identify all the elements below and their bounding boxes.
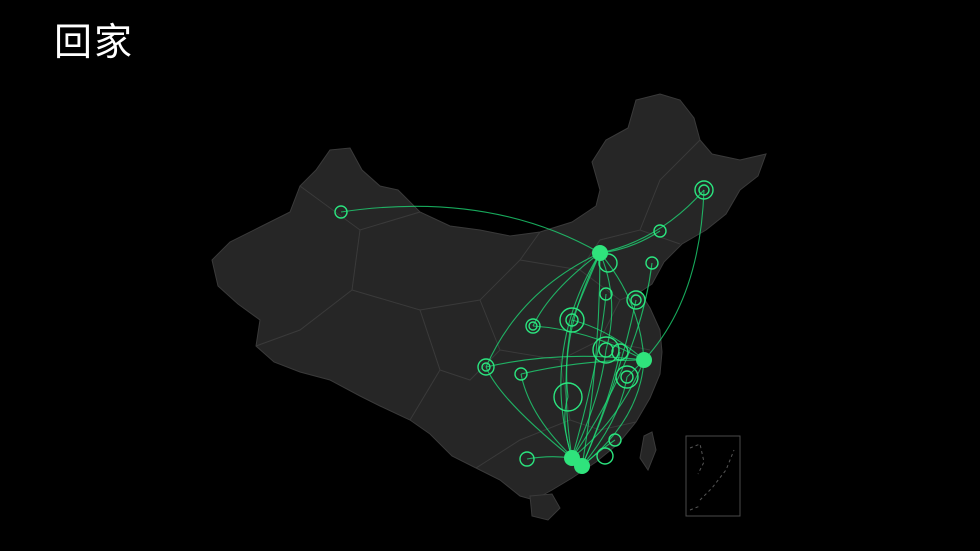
- city-marker-wuhan: [592, 336, 620, 364]
- hub-markers: [564, 245, 652, 474]
- route-beijing-hefei: [599, 252, 613, 351]
- route-beijing-wuhan: [571, 252, 601, 321]
- city-marker-urumqi: [334, 205, 348, 219]
- route-urumqi-beijing: [340, 205, 601, 254]
- route-guangzhou-hefei: [571, 349, 607, 459]
- hub-shanghai: [636, 352, 652, 368]
- route-shanghai-xian: [532, 325, 645, 361]
- city-marker-xiamen: [608, 433, 622, 447]
- taiwan-shape: [639, 431, 657, 472]
- city-marker-dalian: [645, 256, 659, 270]
- city-marker-hefei: [611, 343, 629, 361]
- route-beijing-xian: [532, 252, 601, 327]
- city-marker-jinan: [599, 287, 613, 301]
- route-beijing-chengdu: [485, 252, 601, 368]
- route-shanghai-guangzhou: [571, 359, 645, 459]
- city-marker-hangzhou: [615, 365, 639, 389]
- route-shanghai-wuhan: [571, 319, 645, 361]
- route-harbin-beijing: [599, 189, 705, 254]
- city-marker-wuhan-inner: [598, 342, 614, 358]
- city-marker-chongqing: [514, 367, 528, 381]
- route-guangzhou-jinan: [571, 293, 607, 459]
- city-marker-chengdu: [477, 358, 495, 376]
- route-guangzhou-wuhan: [565, 319, 573, 459]
- route-shenzhen-fuzhou: [581, 376, 628, 467]
- city-marker-qingdao: [626, 290, 646, 310]
- route-beijing-changsha: [566, 252, 601, 398]
- city-marker-harbin: [694, 180, 714, 200]
- city-markers: [334, 180, 714, 467]
- city-marker-tianjin: [598, 253, 618, 273]
- city-marker-nanning: [519, 451, 535, 467]
- city-marker-hangzhou-inner: [620, 370, 634, 384]
- route-beijing-shenzhen: [581, 252, 601, 467]
- route-shanghai-chongqing: [520, 359, 645, 375]
- hainan-shape: [529, 493, 561, 521]
- route-beijing-shanghai: [599, 252, 645, 361]
- hub-beijing: [592, 245, 608, 261]
- route-shenzhen-jinan: [581, 299, 637, 467]
- city-marker-changsha: [553, 382, 583, 412]
- page-title: 回家: [54, 20, 135, 64]
- south-sea-inset: [685, 435, 741, 517]
- city-marker-harbin-inner: [698, 184, 710, 196]
- city-marker-zhengzhou: [559, 307, 585, 333]
- city-marker-shenyang: [653, 224, 667, 238]
- city-marker-chengdu-inner: [481, 362, 491, 372]
- hub-shenzhen: [574, 458, 590, 474]
- migration-routes: [340, 189, 705, 467]
- south-sea-islands: [689, 443, 735, 511]
- route-guangzhou-qingdao: [571, 262, 653, 459]
- city-marker-xian-inner: [528, 321, 538, 331]
- city-marker-xian: [525, 318, 541, 334]
- route-harbin-shanghai: [643, 189, 705, 361]
- city-marker-zhengzhou-inner: [565, 313, 579, 327]
- city-marker-qingdao-inner: [630, 294, 642, 306]
- mainland-china-shape: [211, 93, 767, 501]
- city-marker-shantou: [596, 447, 614, 465]
